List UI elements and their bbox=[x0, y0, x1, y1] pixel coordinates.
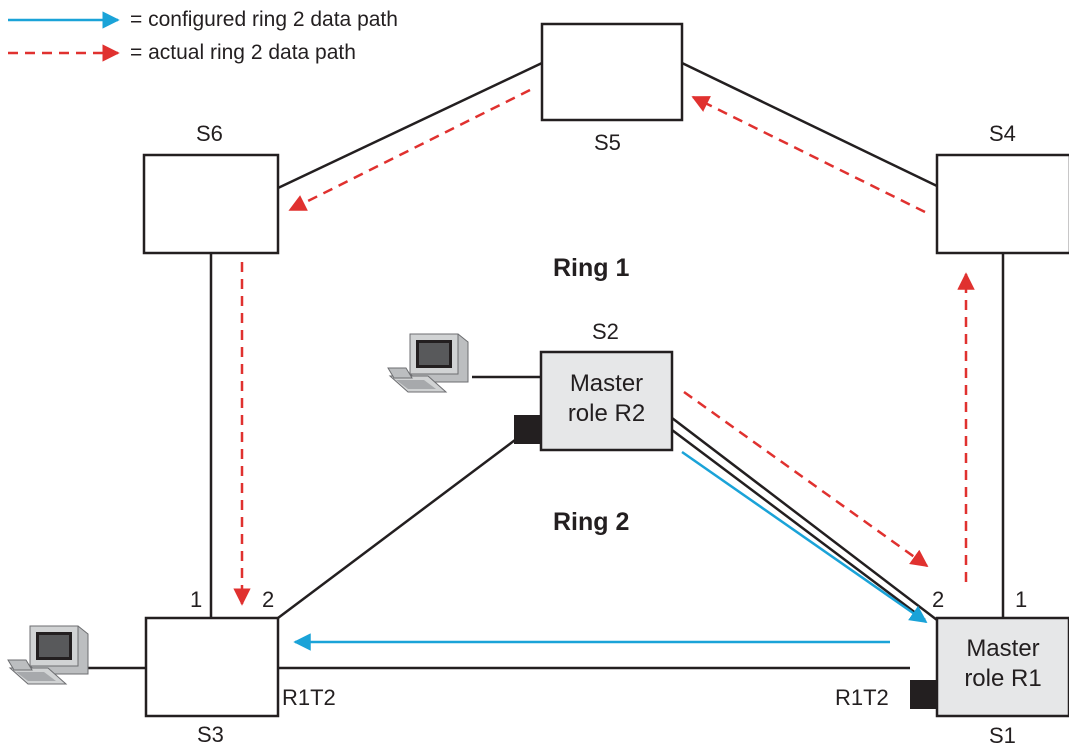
link-s2-s1-b bbox=[671, 429, 926, 621]
switch-s5-box bbox=[540, 22, 684, 122]
blocked-port-s1 bbox=[910, 680, 937, 709]
link-s6-s5 bbox=[277, 61, 543, 190]
switch-s1-label: S1 bbox=[989, 723, 1016, 748]
computer-icon bbox=[7, 625, 89, 685]
switch-s2-box bbox=[539, 350, 674, 452]
switch-s2-role-line2: role R2 bbox=[567, 400, 646, 427]
configured-path-s2-s1 bbox=[681, 450, 928, 624]
switch-s1-role-line1: Master bbox=[966, 635, 1040, 662]
port-s1-1: 1 bbox=[1015, 587, 1028, 612]
switch-s2-role: Master role R2 bbox=[541, 369, 672, 429]
switch-s3-box bbox=[144, 616, 280, 718]
link-s5-s4 bbox=[681, 61, 938, 188]
ring-1-label: Ring 1 bbox=[553, 254, 630, 282]
switch-s2-role-line1: Master bbox=[569, 370, 644, 397]
port-s3-2: 2 bbox=[262, 587, 275, 612]
port-s1-r1t2: R1T2 bbox=[835, 685, 889, 710]
link-s2-s1-a bbox=[671, 417, 938, 621]
computer-icon bbox=[387, 333, 469, 393]
switch-s1-role-line2: role R1 bbox=[964, 665, 1042, 692]
port-s3-r1t2: R1T2 bbox=[282, 685, 336, 710]
switch-s4-label: S4 bbox=[989, 121, 1016, 146]
switch-s4-box bbox=[935, 153, 1069, 255]
legend-configured-label: = configured ring 2 data path bbox=[130, 8, 398, 31]
ring-2-label: Ring 2 bbox=[553, 508, 630, 536]
port-s3-1: 1 bbox=[190, 587, 203, 612]
ring-links bbox=[85, 61, 1005, 670]
legend-actual-label: = actual ring 2 data path bbox=[130, 41, 356, 64]
blocked-port-s2 bbox=[514, 415, 541, 444]
switch-s6-label: S6 bbox=[196, 121, 223, 146]
link-s2-s3 bbox=[277, 439, 516, 619]
switch-s6-box bbox=[142, 153, 280, 255]
switch-s3-label: S3 bbox=[197, 722, 224, 747]
switch-s1-role: Master role R1 bbox=[937, 634, 1069, 694]
actual-path-s5-s6 bbox=[288, 88, 531, 212]
actual-path-s4-s5 bbox=[691, 95, 926, 214]
switch-s1-box bbox=[935, 616, 1069, 718]
switch-s5-label: S5 bbox=[594, 130, 621, 155]
switch-s2-label: S2 bbox=[592, 319, 619, 344]
port-s1-2: 2 bbox=[932, 587, 945, 612]
